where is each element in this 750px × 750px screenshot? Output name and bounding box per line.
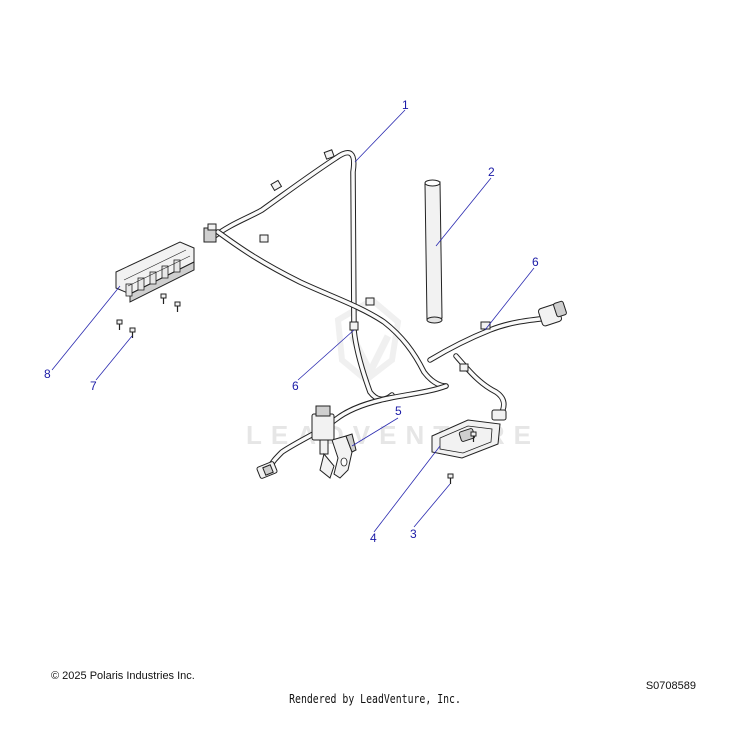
diagram-id: S0708589 — [645, 680, 696, 692]
part-2-conduit-tube — [424, 179, 443, 324]
harness-end-connector-left — [256, 461, 278, 479]
part-7-screws — [116, 293, 181, 338]
part-4-switch-bezel — [431, 419, 501, 459]
callout-1: 1 — [402, 98, 409, 112]
rendered-by-text: Rendered by LeadVenture, Inc. — [289, 692, 461, 706]
part-8-fuse-block — [115, 241, 195, 303]
part-1-main-harness — [203, 149, 449, 473]
part-6-sub-harness-right — [427, 300, 567, 421]
harness-junction-connector — [311, 405, 335, 479]
screw-icon — [129, 327, 136, 338]
part-3-screws — [447, 431, 477, 484]
copyright-text: © 2025 Polaris Industries Inc. — [51, 670, 195, 682]
callout-3: 3 — [410, 527, 417, 541]
callout-6b: 6 — [532, 255, 539, 269]
screw-icon — [116, 319, 123, 330]
screw-icon — [470, 431, 477, 442]
callout-numbers: 1 2 3 4 5 6 6 7 8 — [44, 98, 539, 545]
part-5-bracket-clip — [331, 433, 357, 479]
callout-4: 4 — [370, 531, 377, 545]
callout-leaders — [51, 109, 535, 533]
callout-7: 7 — [90, 379, 97, 393]
callout-6a: 6 — [292, 379, 299, 393]
callout-2: 2 — [488, 165, 495, 179]
callout-8: 8 — [44, 367, 51, 381]
callout-5: 5 — [395, 404, 402, 418]
screw-icon — [160, 293, 167, 304]
screw-icon — [174, 301, 181, 312]
screw-icon — [447, 473, 454, 484]
